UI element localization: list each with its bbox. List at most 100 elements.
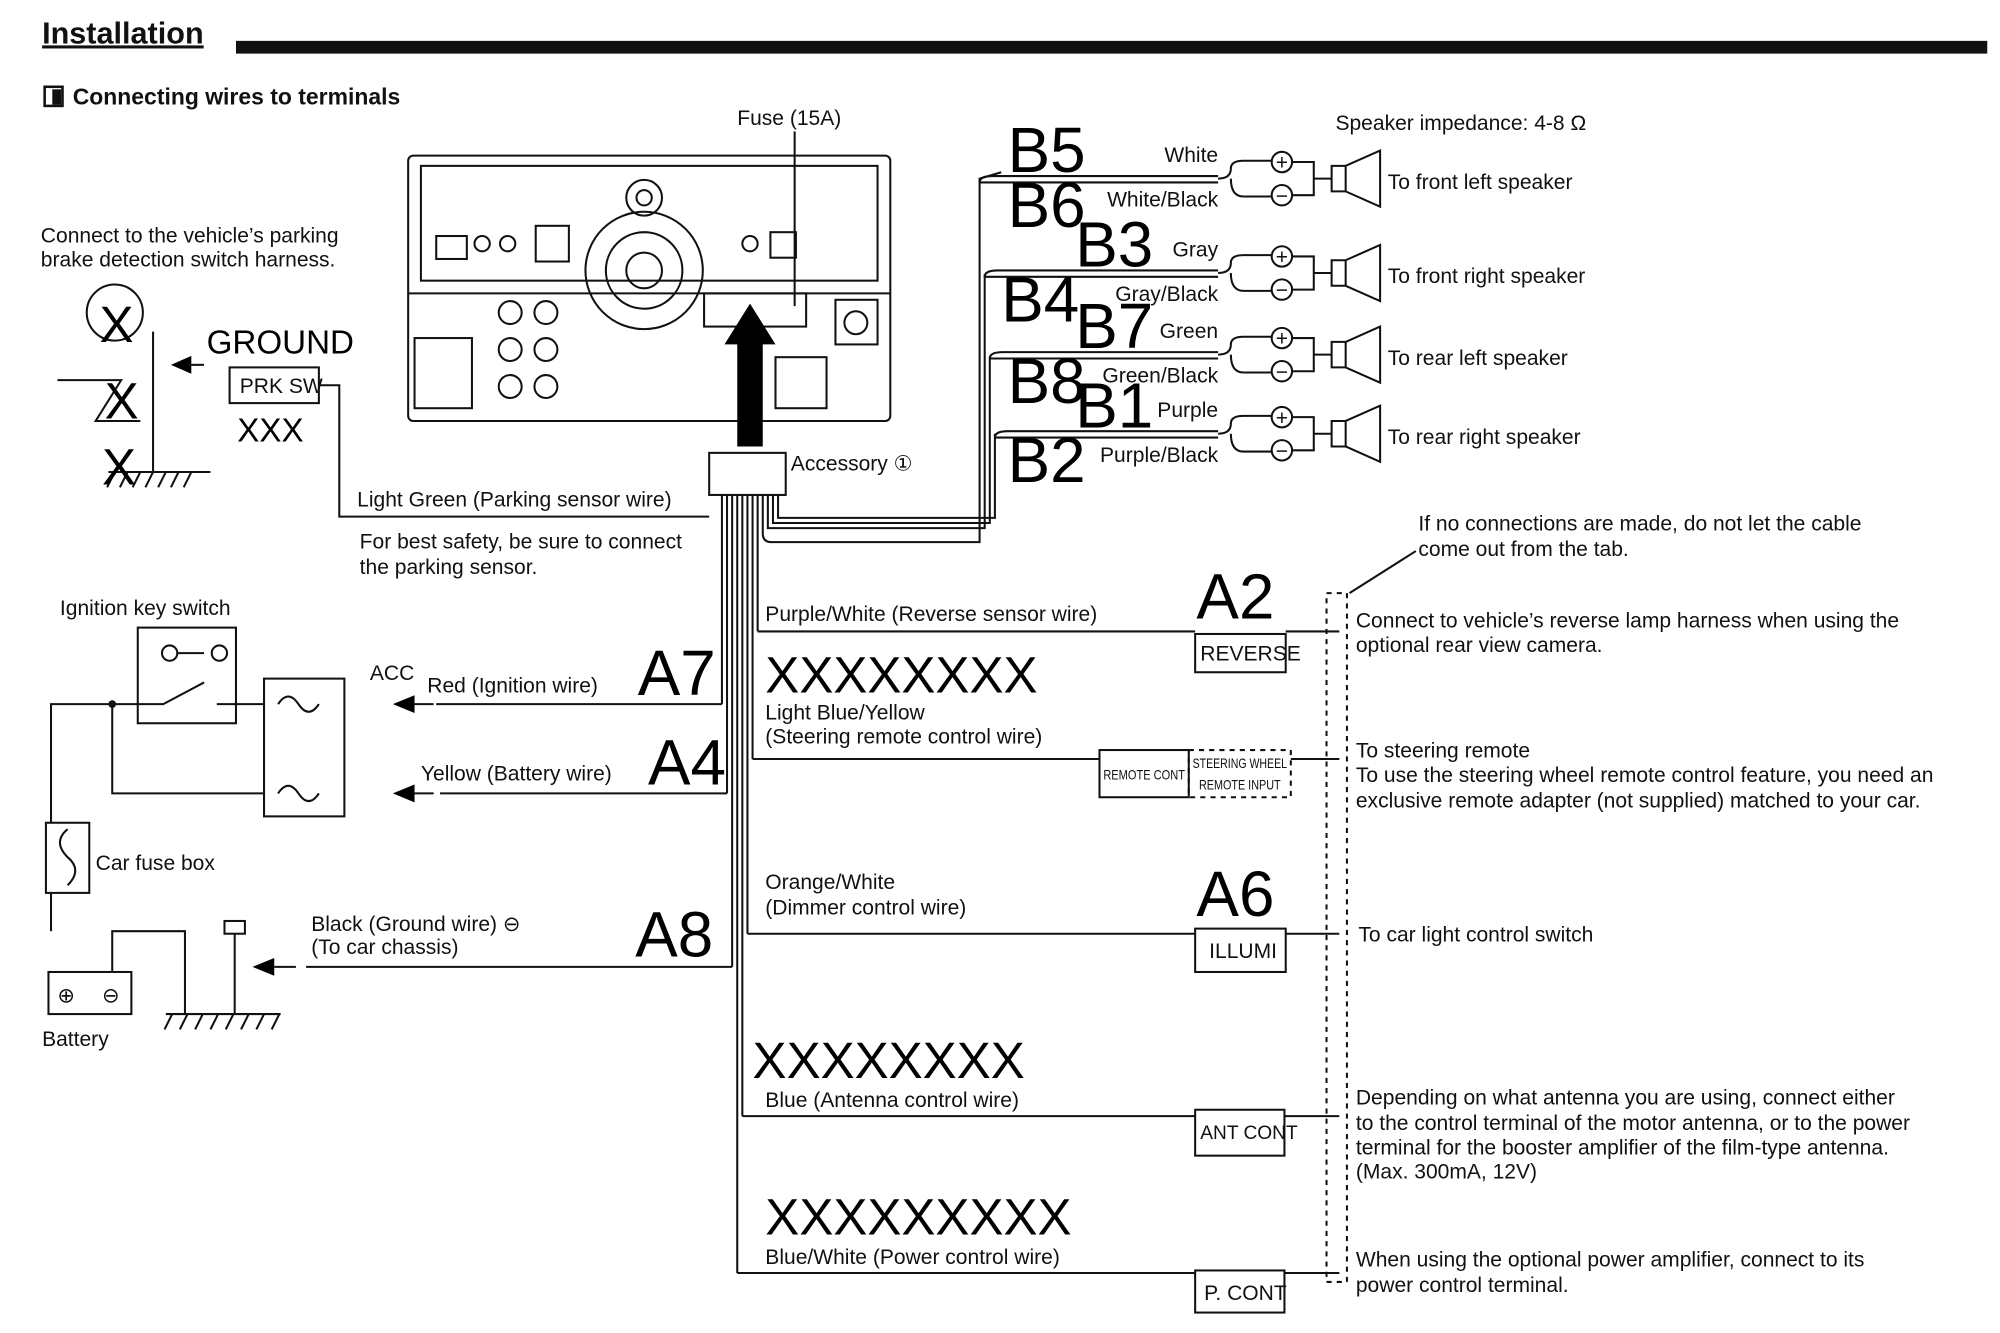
redaction-mark: X — [105, 372, 139, 429]
yellow-wire-code: A4 — [648, 726, 726, 798]
arrow-left-icon — [392, 784, 415, 803]
reverse-desc-1: Connect to vehicle’s reverse lamp harnes… — [1356, 610, 1899, 633]
speaker-destination: To front right speaker — [1388, 265, 1586, 288]
safety-note-1: For best safety, be sure to connect — [360, 531, 682, 554]
speaker-pos-wire: Purple — [1157, 399, 1218, 422]
harness-trunk — [720, 171, 1002, 1274]
minus-terminal-icon — [1270, 439, 1294, 462]
speaker-destination: To front left speaker — [1388, 171, 1573, 194]
ignition-switch-label: Ignition key switch — [60, 597, 231, 620]
speaker-pos-wire: Gray — [1173, 238, 1219, 261]
illumi-terminal — [1194, 927, 1287, 974]
redaction-mark: XXXXXXXX — [765, 647, 1037, 704]
minus-sign: − — [1276, 361, 1288, 384]
page-title: Installation — [42, 16, 204, 50]
speaker-pos-code: B1 — [1075, 369, 1153, 441]
plus-terminal-icon — [1270, 405, 1294, 429]
minus-terminal-icon — [1270, 278, 1294, 301]
battery-minus-icon: ⊖ — [102, 985, 120, 1008]
ant-cont-terminal — [1194, 1108, 1286, 1157]
accessory-label: Accessory ① — [791, 453, 913, 476]
fuse-block — [263, 677, 346, 818]
remote-cont-terminal — [1098, 749, 1190, 799]
speaker-pos-wire: Green — [1160, 320, 1218, 343]
speaker-pos-wire: White — [1164, 144, 1218, 167]
speaker-wire — [978, 175, 1219, 184]
steering-input-1: STEERING WHEEL — [1193, 755, 1288, 771]
head-unit-rear — [407, 154, 892, 422]
speaker-neg-wire: Gray/Black — [1115, 283, 1218, 306]
speaker-pos-code: B5 — [1008, 114, 1086, 186]
speaker-wire — [993, 430, 1219, 439]
section-title: Connecting wires to terminals — [73, 84, 401, 110]
insert-arrow — [724, 303, 776, 447]
battery-plus-icon: ⊕ — [57, 985, 75, 1008]
reverse-code: A2 — [1196, 561, 1274, 633]
redaction-mark: X — [102, 439, 136, 496]
dimmer-code: A6 — [1196, 858, 1274, 930]
steering-desc-1: To steering remote — [1356, 740, 1530, 763]
redaction-mark: XXXXXXXX — [753, 1032, 1025, 1089]
speaker-neg-code: B6 — [1008, 169, 1086, 241]
dimmer-desc: To car light control switch — [1358, 923, 1593, 946]
battery — [47, 970, 133, 1016]
prk-sw-label: PRK SW — [240, 375, 323, 398]
plus-sign: + — [1276, 152, 1288, 175]
car-fuse-box-label: Car fuse box — [96, 852, 216, 875]
speaker-icon — [1330, 404, 1382, 464]
plus-sign: + — [1276, 407, 1288, 430]
speaker-destination: To rear right speaker — [1388, 426, 1581, 449]
parking-wire-label: Light Green (Parking sensor wire) — [357, 488, 671, 511]
steering-desc-3: exclusive remote adapter (not supplied) … — [1356, 789, 1921, 812]
ignition-switch — [136, 626, 237, 725]
reverse-desc-2: optional rear view camera. — [1356, 634, 1603, 657]
title-rule — [235, 40, 1988, 54]
speaker-neg-code: B8 — [1008, 345, 1086, 417]
plus-terminal-icon — [1270, 150, 1294, 174]
redaction-mark: XXXXXXXXX — [765, 1189, 1071, 1246]
speaker-icon — [1330, 325, 1382, 385]
antenna-desc-1: Depending on what antenna you are using,… — [1356, 1087, 1895, 1110]
dimmer-label-2: (Dimmer control wire) — [765, 897, 966, 920]
minus-terminal-icon — [1270, 359, 1294, 383]
safety-note-2: the parking sensor. — [360, 556, 538, 579]
ground-wire-label: Black (Ground wire) ⊖ — [311, 913, 520, 936]
illumi-label: ILLUMI — [1209, 940, 1277, 963]
speaker-wire — [983, 269, 1219, 278]
antenna-wire-label: Blue (Antenna control wire) — [765, 1089, 1019, 1112]
speaker-neg-code: B4 — [1001, 263, 1079, 335]
minus-terminal-icon — [1270, 183, 1294, 207]
ground-bolt-icon — [223, 919, 246, 935]
chassis-ground-icon — [163, 1013, 281, 1030]
speaker-destination: To rear left speaker — [1388, 347, 1568, 370]
p-cont-label: P. CONT — [1204, 1282, 1287, 1305]
speaker-icon — [1330, 243, 1382, 303]
plus-sign: + — [1276, 328, 1288, 351]
yellow-wire-label: Yellow (Battery wire) — [421, 763, 612, 786]
parking-note-1: Connect to the vehicle’s parking — [41, 224, 339, 247]
ant-cont-label: ANT CONT — [1200, 1123, 1298, 1144]
parking-brake-symbol — [57, 283, 211, 488]
reverse-terminal-label: REVERSE — [1200, 643, 1301, 666]
steering-wheel-input — [1187, 749, 1292, 799]
power-control-desc-1: When using the optional power amplifier,… — [1356, 1249, 1865, 1272]
speaker-neg-wire: Purple/Black — [1100, 444, 1219, 467]
redaction-mark: XXX — [237, 412, 303, 449]
fuse-label: Fuse (15A) — [737, 107, 841, 130]
speaker-neg-wire: Green/Black — [1102, 365, 1218, 388]
speaker-neg-wire: White/Black — [1107, 189, 1219, 212]
reverse-wire-label: Purple/White (Reverse sensor wire) — [765, 603, 1097, 626]
tab-note-1: If no connections are made, do not let t… — [1418, 513, 1861, 536]
redaction-mark: X — [99, 296, 133, 353]
speaker-neg-code: B2 — [1008, 424, 1086, 496]
arrow-left-icon — [170, 355, 192, 374]
steering-input-2: REMOTE INPUT — [1199, 777, 1281, 793]
antenna-desc-2: to the control terminal of the motor ant… — [1356, 1112, 1910, 1135]
acc-label: ACC — [370, 662, 414, 685]
ground-wire-sub: (To car chassis) — [311, 936, 458, 959]
plus-terminal-icon — [1270, 326, 1294, 350]
red-wire-label: Red (Ignition wire) — [427, 675, 598, 698]
